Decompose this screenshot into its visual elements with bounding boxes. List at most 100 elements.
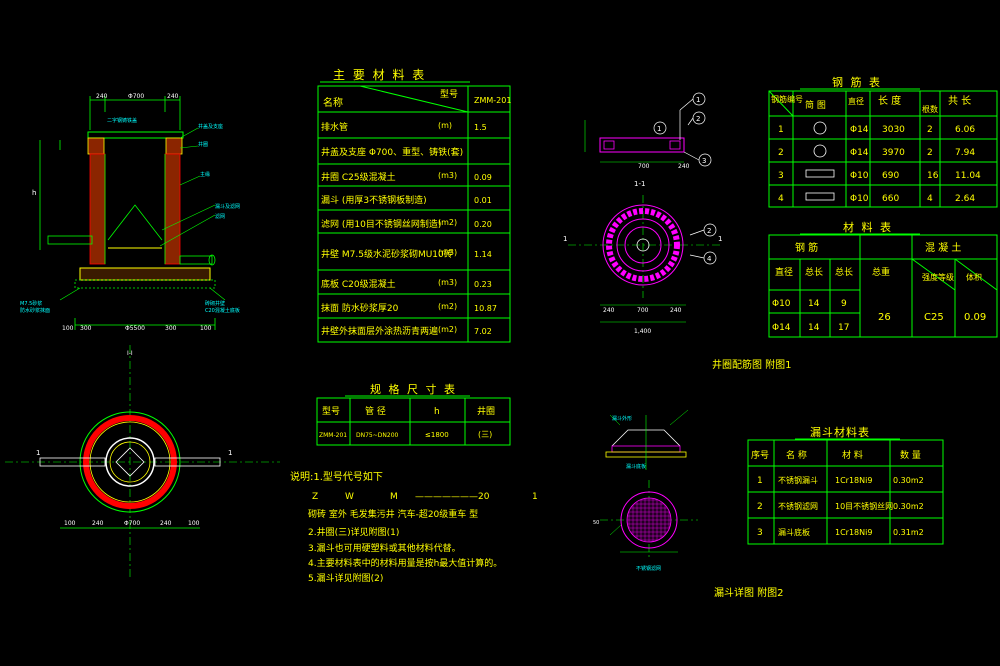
material-r2-dia: Φ14 — [772, 323, 791, 333]
material-r2-len2: 17 — [838, 323, 849, 333]
main-row-name-5: 滤网 (用10目不锈钢丝网制造) — [321, 218, 441, 230]
material-r1-len2: 9 — [841, 299, 847, 309]
funnel-row-name-2: 不锈钢滤网 — [778, 501, 818, 511]
ring-section-mark: 1-1 — [634, 180, 645, 188]
main-row-unit-8: (m2) — [438, 302, 457, 311]
ring-dim-top-2: 240 — [678, 163, 690, 170]
main-row-value-8: 10.87 — [474, 304, 497, 313]
rebar-dia-1: Φ14 — [850, 125, 869, 135]
rebar-total-2: 7.94 — [955, 148, 975, 158]
spec-h0: 型号 — [322, 406, 340, 417]
rebar-shape-3 — [805, 169, 835, 178]
bubble-4: 3 — [702, 157, 706, 165]
dim-top-3: 240 — [167, 93, 179, 100]
ring-dim-b2: 700 — [637, 307, 649, 314]
ring-reinforcement-drawing: 700 240 1 2 1 3 2 4 1-1 1 1 — [563, 92, 792, 371]
spec-v2: ≤1800 — [425, 431, 449, 439]
well-plan-view: I-I 1 1 100 240 Φ700 240 100 — [5, 345, 280, 580]
callout-floor-left: M7.5砂浆 — [20, 300, 42, 307]
note-2: 2.井圈(三)详见附图(1) — [308, 526, 399, 538]
main-row-unit-1: (m) — [438, 121, 452, 130]
plan-section-left: 1 — [36, 449, 40, 457]
material-r1-dia: Φ10 — [772, 299, 791, 309]
callout-screen: 滤网 — [215, 213, 225, 220]
rebar-total-1: 6.06 — [955, 125, 975, 135]
rebar-shape-4 — [805, 192, 835, 201]
plan-dim-3: Φ700 — [124, 520, 140, 527]
callout-funnel-top: 漏斗外形 — [612, 415, 632, 422]
main-row-unit-6: (m3) — [438, 248, 457, 257]
funnel-row-name-1: 不锈钢漏斗 — [778, 475, 818, 485]
rebar-shape-1 — [813, 121, 827, 135]
main-col-name: 名称 — [323, 96, 343, 109]
material-title: 材 料 表 — [843, 220, 893, 234]
code-1: 1 — [532, 492, 538, 502]
main-row-value-7: 0.23 — [474, 280, 492, 289]
rebar-h0: 钢筋编号 — [771, 94, 803, 104]
rebar-count-1: 2 — [927, 125, 933, 135]
rebar-len-2: 3970 — [882, 148, 905, 158]
plan-dim-5: 100 — [188, 520, 200, 527]
spec-v0: ZMM-201 — [319, 432, 347, 439]
callout-sump: 井盖及支座 — [198, 123, 223, 130]
rebar-shape-2 — [813, 144, 827, 158]
material-h1: 总长 — [805, 266, 823, 278]
code-letter-w: W — [345, 492, 354, 502]
callout-floor-left2: 防水砂浆抹面 — [20, 307, 50, 314]
main-row-value-1: 1.5 — [474, 123, 487, 132]
material-weight: 26 — [878, 312, 891, 323]
rebar-total-3: 11.04 — [955, 171, 981, 181]
ring-dim-b3: 240 — [670, 307, 682, 314]
rebar-h2: 直径 — [848, 96, 864, 106]
main-row-value-9: 7.02 — [474, 327, 492, 336]
callout-funnel: 漏斗及滤网 — [215, 203, 240, 210]
spec-table: 规 格 尺 寸 表 型号 管 径 h 井圈 ZMM-201 DN75~DN200… — [316, 382, 511, 446]
dim-bottom-1: 100 — [62, 325, 74, 332]
rebar-h4: 根数 — [922, 104, 938, 114]
spec-h3: 井圈 — [477, 405, 495, 417]
rebar-h3: 长 度 — [878, 94, 901, 107]
main-row-name-1: 排水管 — [321, 121, 348, 133]
main-row-name-7: 底板 C20级混凝土 — [321, 278, 396, 290]
funnel-row-material-3: 1Cr18Ni9 — [835, 528, 872, 537]
ring-dim-top-1: 700 — [638, 163, 650, 170]
callout-grid: 不锈钢滤网 — [636, 565, 661, 572]
code-20: 20 — [478, 492, 490, 502]
spec-v3: (三) — [478, 430, 492, 439]
material-h0: 直径 — [775, 266, 793, 278]
ring-section-right: 1 — [718, 235, 722, 243]
material-h3: 总重 — [872, 266, 890, 278]
dim-bottom-3: Φ5500 — [125, 325, 145, 332]
note-5: 5.漏斗详见附图(2) — [308, 572, 383, 584]
main-row-value-4: 0.01 — [474, 196, 492, 205]
rebar-count-2: 2 — [927, 148, 933, 158]
rebar-dia-3: Φ10 — [850, 171, 869, 181]
ring-section-left: 1 — [563, 235, 567, 243]
material-h5: 体积 — [966, 272, 982, 282]
main-row-name-3: 井圈 C25级混凝土 — [321, 171, 396, 183]
main-row-name-9: 井壁外抹面层外涂热沥青两遍 — [321, 325, 438, 337]
material-r1-len: 14 — [808, 299, 820, 309]
funnel-row-material-1: 1Cr18Ni9 — [835, 476, 872, 485]
main-row-unit-3: (m3) — [438, 171, 457, 180]
code-letter-m: M — [390, 492, 398, 502]
main-row-unit-7: (m3) — [438, 278, 457, 287]
main-col-type-value: ZMM-201 — [474, 96, 511, 105]
fig1-caption: 井圈配筋图 附图1 — [712, 358, 792, 371]
funnel-row-qty-1: 0.30m2 — [893, 476, 924, 485]
bubble-6: 4 — [707, 255, 712, 263]
spec-title: 规 格 尺 寸 表 — [370, 382, 457, 396]
main-col-type-label: 型号 — [440, 89, 458, 100]
fig2-caption: 漏斗详图 附图2 — [714, 586, 784, 599]
code-dash: ——————— — [415, 492, 478, 502]
material-grade: C25 — [924, 312, 944, 323]
funnel-row-qty-2: 0.30m2 — [893, 502, 924, 511]
funnel-dim-left: 50 — [593, 520, 599, 526]
callout-floor-right2: C20混凝土底板 — [205, 307, 240, 314]
rebar-len-4: 660 — [882, 194, 899, 204]
funnel-row-no-1: 1 — [757, 476, 763, 486]
main-materials-title: 主 要 材 料 表 — [333, 68, 426, 82]
note-3: 3.漏斗也可用硬塑料或其他材料代替。 — [308, 542, 461, 554]
